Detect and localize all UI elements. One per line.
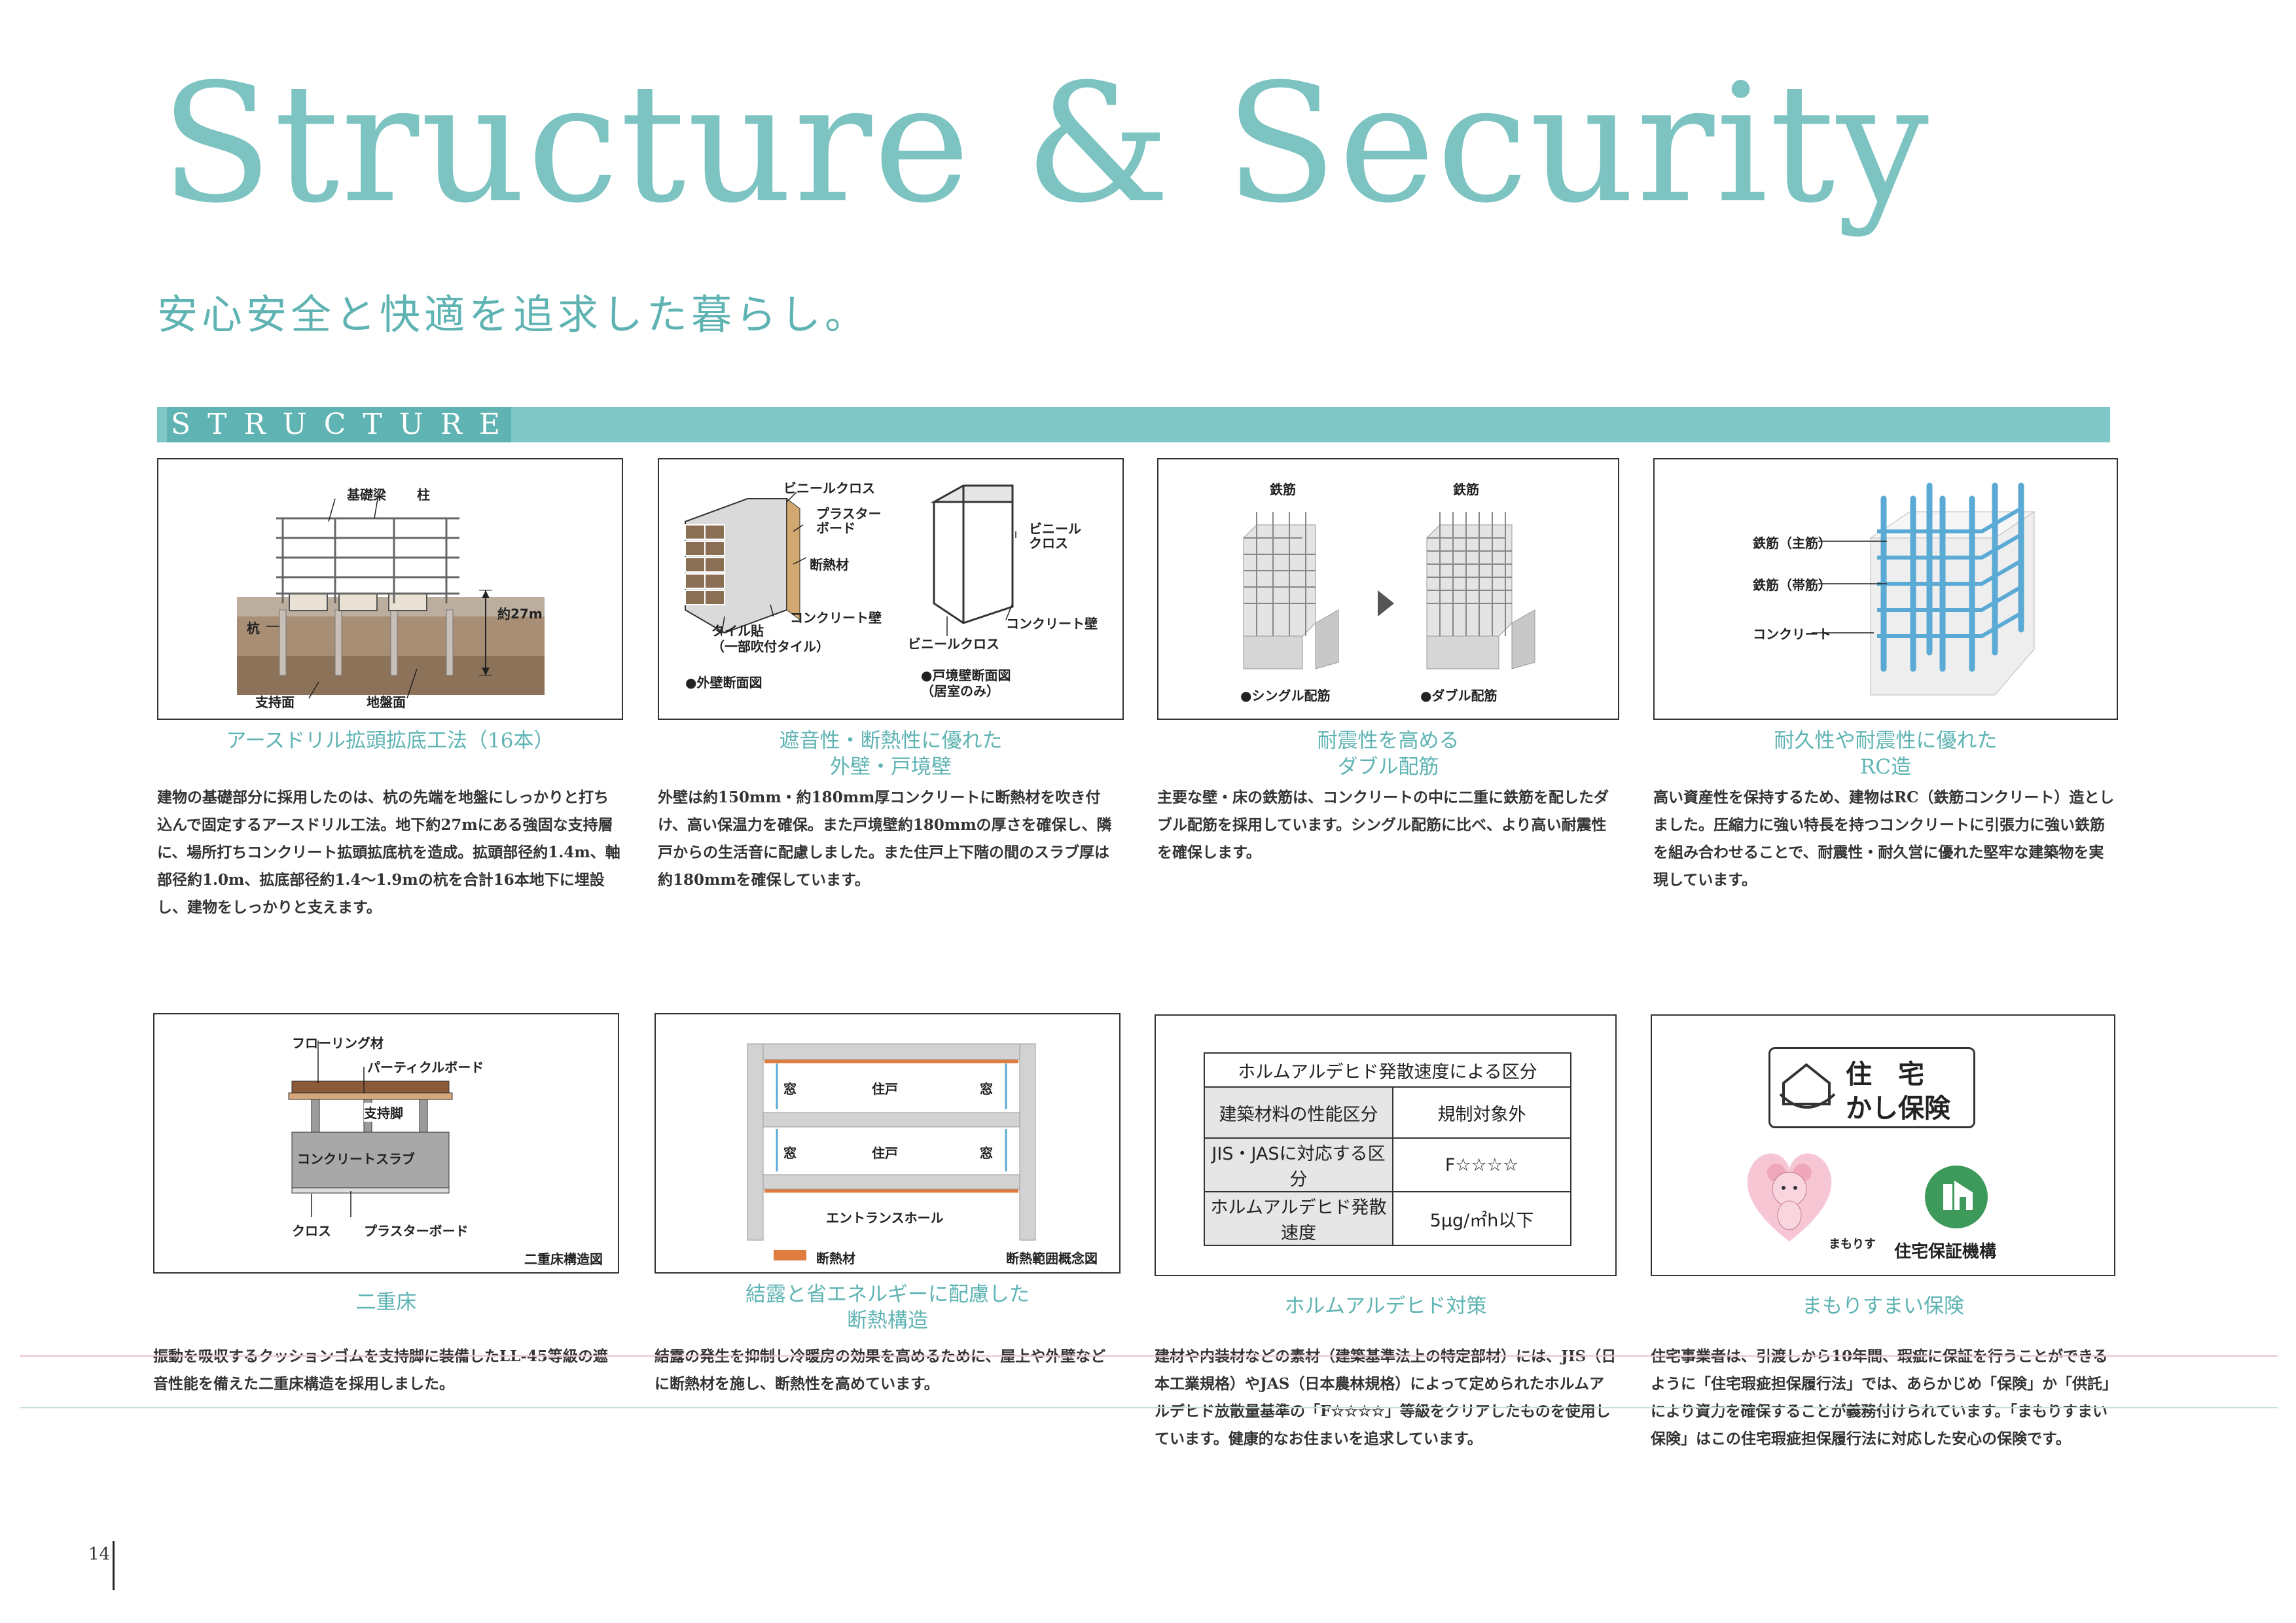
table-title: ホルムアルデヒド発散速度による区分 <box>1204 1052 1571 1088</box>
label-rebar-double: 鉄筋 <box>1453 482 1479 497</box>
page-title: Structure & Security <box>160 48 1931 239</box>
formaldehyde-table: ホルムアルデヒド発散速度による区分 建築材料の性能区分 規制対象外 JIS・JA… <box>1204 1052 1571 1246</box>
table-row: 建築材料の性能区分 規制対象外 <box>1204 1086 1571 1139</box>
table-row: ホルムアルデヒド発散速度 5μg/㎡h以下 <box>1204 1191 1571 1246</box>
table-row: JIS・JASに対応する区分 F☆☆☆☆ <box>1204 1137 1571 1192</box>
table-row-value: 5μg/㎡h以下 <box>1392 1191 1571 1246</box>
label-column: 柱 <box>417 487 430 503</box>
label-concrete-wall-2: コンクリート壁 <box>1006 616 1098 632</box>
mascot-icon <box>1747 1153 1832 1241</box>
label-ground: 地盤面 <box>367 694 406 710</box>
card-walls: ビニールクロス プラスター ボード 断熱材 コンクリート壁 タイル貼 （一部吹付… <box>658 458 1124 720</box>
card-double-floor: フローリング材 パーティクルボード 支持脚 コンクリートスラブ クロス プラスタ… <box>153 1013 619 1274</box>
double-floor-diagram <box>288 1041 453 1217</box>
label-leg: 支持脚 <box>364 1103 403 1122</box>
wall-section-diagram <box>685 484 1016 637</box>
earth-drill-diagram <box>237 498 545 699</box>
label-support: 支持面 <box>255 694 295 710</box>
label-window-1: 窓 <box>783 1081 797 1097</box>
table-row-value: 規制対象外 <box>1392 1086 1571 1139</box>
caption-insulation: 断熱範囲概念図 <box>1006 1251 1098 1266</box>
table-row-label: JIS・JASに対応する区分 <box>1204 1137 1393 1192</box>
label-depth: 約27m <box>497 606 543 622</box>
section-label: STRUCTURE <box>167 407 511 442</box>
label-window-3: 窓 <box>783 1145 797 1161</box>
insulation-diagram <box>747 1043 1036 1260</box>
label-insulation: 断熱材 <box>810 557 849 573</box>
insurance-logo: 住 宅 かし保険 <box>1768 1047 1975 1128</box>
page-number: 14 <box>88 1544 111 1564</box>
body-walls: 外壁は約150mm・約180mm厚コンクリートに断熱材を吹き付け、高い保温力を確… <box>658 789 1112 889</box>
body-rc: 高い資産性を保持するため、建物はRC（鉄筋コンクリート）造としました。圧縮力に強… <box>1653 789 2115 889</box>
body-insurance: 住宅事業者は、引渡しから10年間、瑕疵に保証を行うことができるように「住宅瑕疵担… <box>1651 1347 2110 1448</box>
heading-earth-drill: アースドリル拡頭拡底工法（16本） <box>226 729 554 753</box>
logo-line-1: 住 宅 <box>1846 1060 1924 1090</box>
label-particle: パーティクルボード <box>367 1060 484 1075</box>
body-formaldehyde: 建材や内装材などの素材（建築基準法上の特定部材）には、JIS（日本工業規格）やJ… <box>1155 1347 1617 1448</box>
card-rc: 鉄筋（主筋） 鉄筋（帯筋） コンクリート <box>1653 458 2118 720</box>
divider-green <box>20 1407 2278 1408</box>
body-double-rebar: 主要な壁・床の鉄筋は、コンクリートの中に二重に鉄筋を配したダブル配筋を採用してい… <box>1157 789 1609 861</box>
org-logo-icon <box>1925 1166 1988 1228</box>
label-hoop: 鉄筋（帯筋） <box>1753 577 1831 593</box>
page-number-bar <box>113 1541 115 1590</box>
caption-outer-wall: ●外壁断面図 <box>685 675 762 690</box>
label-slab: コンクリートスラブ <box>297 1151 415 1167</box>
label-main-rebar: 鉄筋（主筋） <box>1753 535 1831 551</box>
body-earth-drill: 建物の基礎部分に採用したのは、杭の先端を地盤にしっかりと打ち込んで固定するアース… <box>157 789 620 916</box>
label-rebar-single: 鉄筋 <box>1270 482 1296 497</box>
card-formaldehyde: ホルムアルデヒド発散速度による区分 建築材料の性能区分 規制対象外 JIS・JA… <box>1155 1014 1617 1276</box>
heading-walls: 遮音性・断熱性に優れた 外壁・戸境壁 <box>779 729 1003 779</box>
label-plaster: プラスター ボード <box>816 506 882 536</box>
insulation-legend-swatch <box>774 1250 806 1260</box>
heading-rc: 耐久性や耐震性に優れた RC造 <box>1774 729 1998 779</box>
org-label: 住宅保証機構 <box>1894 1242 1997 1262</box>
heading-insurance: まもりすまい保険 <box>1802 1294 1964 1318</box>
page-subtitle: 安心安全と快適を追求した暮らし。 <box>157 291 870 338</box>
label-plaster-board: プラスターボード <box>364 1223 469 1239</box>
caption-party-wall: ●戸境壁断面図 （居室のみ） <box>921 668 1011 699</box>
label-vinyl-cross-2: ビニール クロス <box>1029 521 1081 551</box>
heading-double-floor: 二重床 <box>355 1291 417 1314</box>
rebar-diagram <box>1243 512 1535 669</box>
logo-line-2: かし保険 <box>1846 1094 1950 1124</box>
label-window-2: 窓 <box>980 1081 993 1097</box>
card-insulation: 窓 住戸 窓 窓 住戸 窓 エントランスホール 断熱材 断熱範囲概念図 <box>655 1013 1121 1274</box>
heading-formaldehyde: ホルムアルデヒド対策 <box>1284 1294 1487 1318</box>
label-cross: クロス <box>292 1223 331 1239</box>
label-tile: タイル貼 （一部吹付タイル） <box>711 623 829 654</box>
card-double-rebar: 鉄筋 鉄筋 ●シングル配筋 ●ダブル配筋 <box>1157 458 1619 720</box>
label-vinyl-cross: ビニールクロス <box>783 480 875 496</box>
label-concrete-wall: コンクリート壁 <box>790 610 882 626</box>
card-earth-drill: 基礎梁 柱 約27m 杭 支持面 地盤面 <box>157 458 623 720</box>
label-beam: 基礎梁 <box>347 487 386 503</box>
caption-double: ●ダブル配筋 <box>1420 688 1498 704</box>
table-row-label: 建築材料の性能区分 <box>1204 1086 1393 1139</box>
caption-single: ●シングル配筋 <box>1240 688 1331 704</box>
body-double-floor: 振動を吸収するクッションゴムを支持脚に装備したLL-45等級の遮音性能を備えた二… <box>153 1347 608 1393</box>
table-row-label: ホルムアルデヒド発散速度 <box>1204 1191 1393 1246</box>
label-hall: エントランスホール <box>826 1210 944 1226</box>
label-flooring: フローリング材 <box>292 1035 384 1051</box>
table-row-value: F☆☆☆☆ <box>1392 1137 1571 1192</box>
card-insurance: 住 宅 かし保険 まもりす 住宅保証機構 <box>1651 1014 2115 1276</box>
label-concrete: コンクリート <box>1753 626 1831 642</box>
heading-insulation: 結露と省エネルギーに配慮した 断熱構造 <box>745 1283 1030 1332</box>
divider-pink <box>20 1355 2278 1357</box>
label-window-4: 窓 <box>980 1145 993 1161</box>
label-unit-2: 住戸 <box>872 1145 898 1161</box>
rc-diagram <box>1812 482 2036 696</box>
body-insulation: 結露の発生を抑制し冷暖房の効果を高めるために、屋上や外壁などに断熱材を施し、断熱… <box>655 1347 1106 1393</box>
heading-double-rebar: 耐震性を高める ダブル配筋 <box>1317 729 1460 779</box>
caption-double-floor: 二重床構造図 <box>524 1251 603 1267</box>
label-unit-1: 住戸 <box>872 1081 898 1097</box>
mascot-label: まもりす <box>1829 1238 1876 1251</box>
legend-insulation: 断熱材 <box>816 1251 855 1266</box>
house-icon <box>1779 1063 1836 1109</box>
label-pile: 杭 <box>247 620 260 636</box>
label-vinyl-cross-3: ビニールクロス <box>908 636 999 652</box>
